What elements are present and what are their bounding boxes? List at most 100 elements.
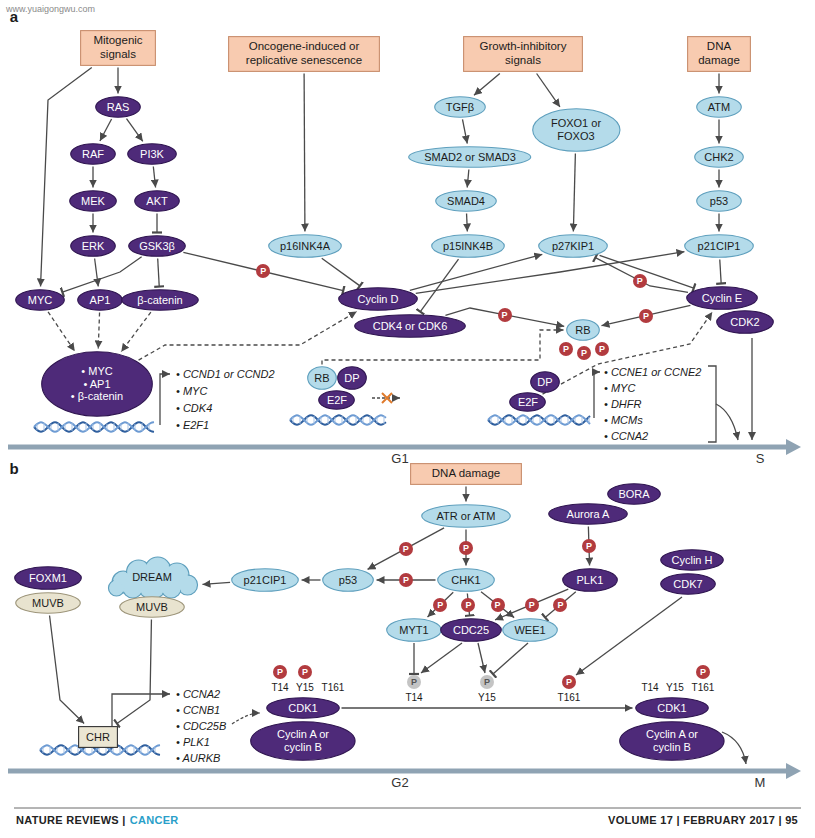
dna-rung [342,416,343,424]
node-label: Cyclin E [702,292,742,305]
connector [153,166,155,187]
text-label: • CCND1 or CCND2 [176,368,275,381]
connector [466,213,468,231]
text-label: T161 [692,682,715,694]
node-label: AP1 [90,294,111,307]
dna-rung [100,423,101,431]
connector [121,312,151,352]
regulator-ellipse: TGFβ [434,96,486,118]
connector [537,74,560,107]
to-s-arrow [751,338,752,440]
dna-rung [335,417,336,423]
protein-ellipse: PLK1 [562,568,618,592]
node-label: CDK7 [673,578,702,591]
text-label: G2 [391,776,408,791]
connector [117,620,151,724]
regulator-ellipse: RB [566,319,600,341]
dna-rung [582,416,583,424]
axis-head [786,763,801,779]
phospho-badge: P [595,342,609,356]
phospho-badge: P [399,573,413,587]
node-label: GSK3β [139,240,175,253]
phospho-badge: P [459,541,473,555]
node-label: • MYC [81,365,112,378]
phospho-arrow [576,597,682,675]
regulator-ellipse: p21CIP1 [231,568,299,592]
node-label: CDC25 [453,624,489,637]
text-label: VOLUME 17 | FEBRUARY 2017 | 95 [608,814,798,827]
connector [95,258,99,286]
text-label: • MYC [604,382,635,395]
protein-ellipse: RAF [70,143,116,165]
node-label: Aurora A [567,508,610,521]
text-label: CANCER [130,814,179,827]
node-label: Cyclin A or cyclin B [267,728,340,754]
connector [428,592,454,617]
node-label: p21CIP1 [698,240,741,253]
dna-rung [293,417,294,423]
dna-rung [321,417,322,423]
promoter-box: CHR [78,726,118,748]
text-label: www.yuaigongwu.com [6,4,95,14]
dna-rung [377,417,378,423]
protein-ellipse: CDK4 or CDK6 [354,314,466,338]
complex-cloud: DREAMMUVB [104,558,200,618]
dna-rung [547,417,548,423]
signal-box: DNA damage [687,36,751,72]
node-label: DREAM [132,571,172,584]
dna-rung [44,423,45,431]
connector [126,119,142,142]
node-label: • AP1 [83,378,110,391]
connector [62,257,141,292]
text-label: Y15 [296,682,314,694]
node-label: Cyclin H [672,554,713,567]
protein-ellipse: CDK1 [266,697,340,719]
dna-rung [93,424,94,430]
text-label: • DHFR [604,398,641,411]
dna-rung [149,424,150,430]
node-label: DNA damage [693,40,745,67]
promoter-arrow [160,374,170,425]
dna-rung [107,424,108,430]
dna-rung [519,417,520,423]
connector [462,119,467,143]
connector [718,74,719,94]
node-label: CDK1 [657,702,686,715]
connector [600,255,694,288]
node-label: RB [314,372,329,385]
node-label: RAS [107,101,130,114]
node-label: CDK1 [288,702,317,715]
text-label: S [756,452,765,467]
connector [474,74,500,96]
connector [595,258,688,293]
node-label: SMAD4 [447,195,485,208]
connector [98,312,99,348]
connector [156,214,157,233]
node-label: Mitogenic signals [86,34,150,61]
dna-rung [134,746,135,754]
protein-ellipse: CDK1 [635,697,709,719]
node-label: BORA [618,488,649,501]
dna-rung [363,417,364,423]
node-label: p53 [710,195,728,208]
cell-cycle-axis [8,769,788,774]
regulator-ellipse: p53 [322,568,374,592]
text-label: • CCNA2 [176,688,220,701]
connector [92,214,93,233]
connector [203,582,231,584]
dna-strand [488,415,590,424]
protein-ellipse: Cyclin A or cyclin B [250,721,356,761]
protein-ellipse: CDK7 [660,573,716,595]
phospho-badge: P [639,309,653,323]
node-label: β-catenin [137,294,182,307]
connector [92,167,93,188]
text-label: • CDK4 [176,402,212,415]
text-label: Y15 [666,682,684,694]
protein-ellipse: BORA [607,483,661,505]
dna-strand [290,415,386,424]
phospho-badge: P [696,665,710,679]
node-label: Cyclin A or cyclin B [636,728,709,754]
text-label: • MYC [176,385,207,398]
dna-rung [491,417,492,423]
